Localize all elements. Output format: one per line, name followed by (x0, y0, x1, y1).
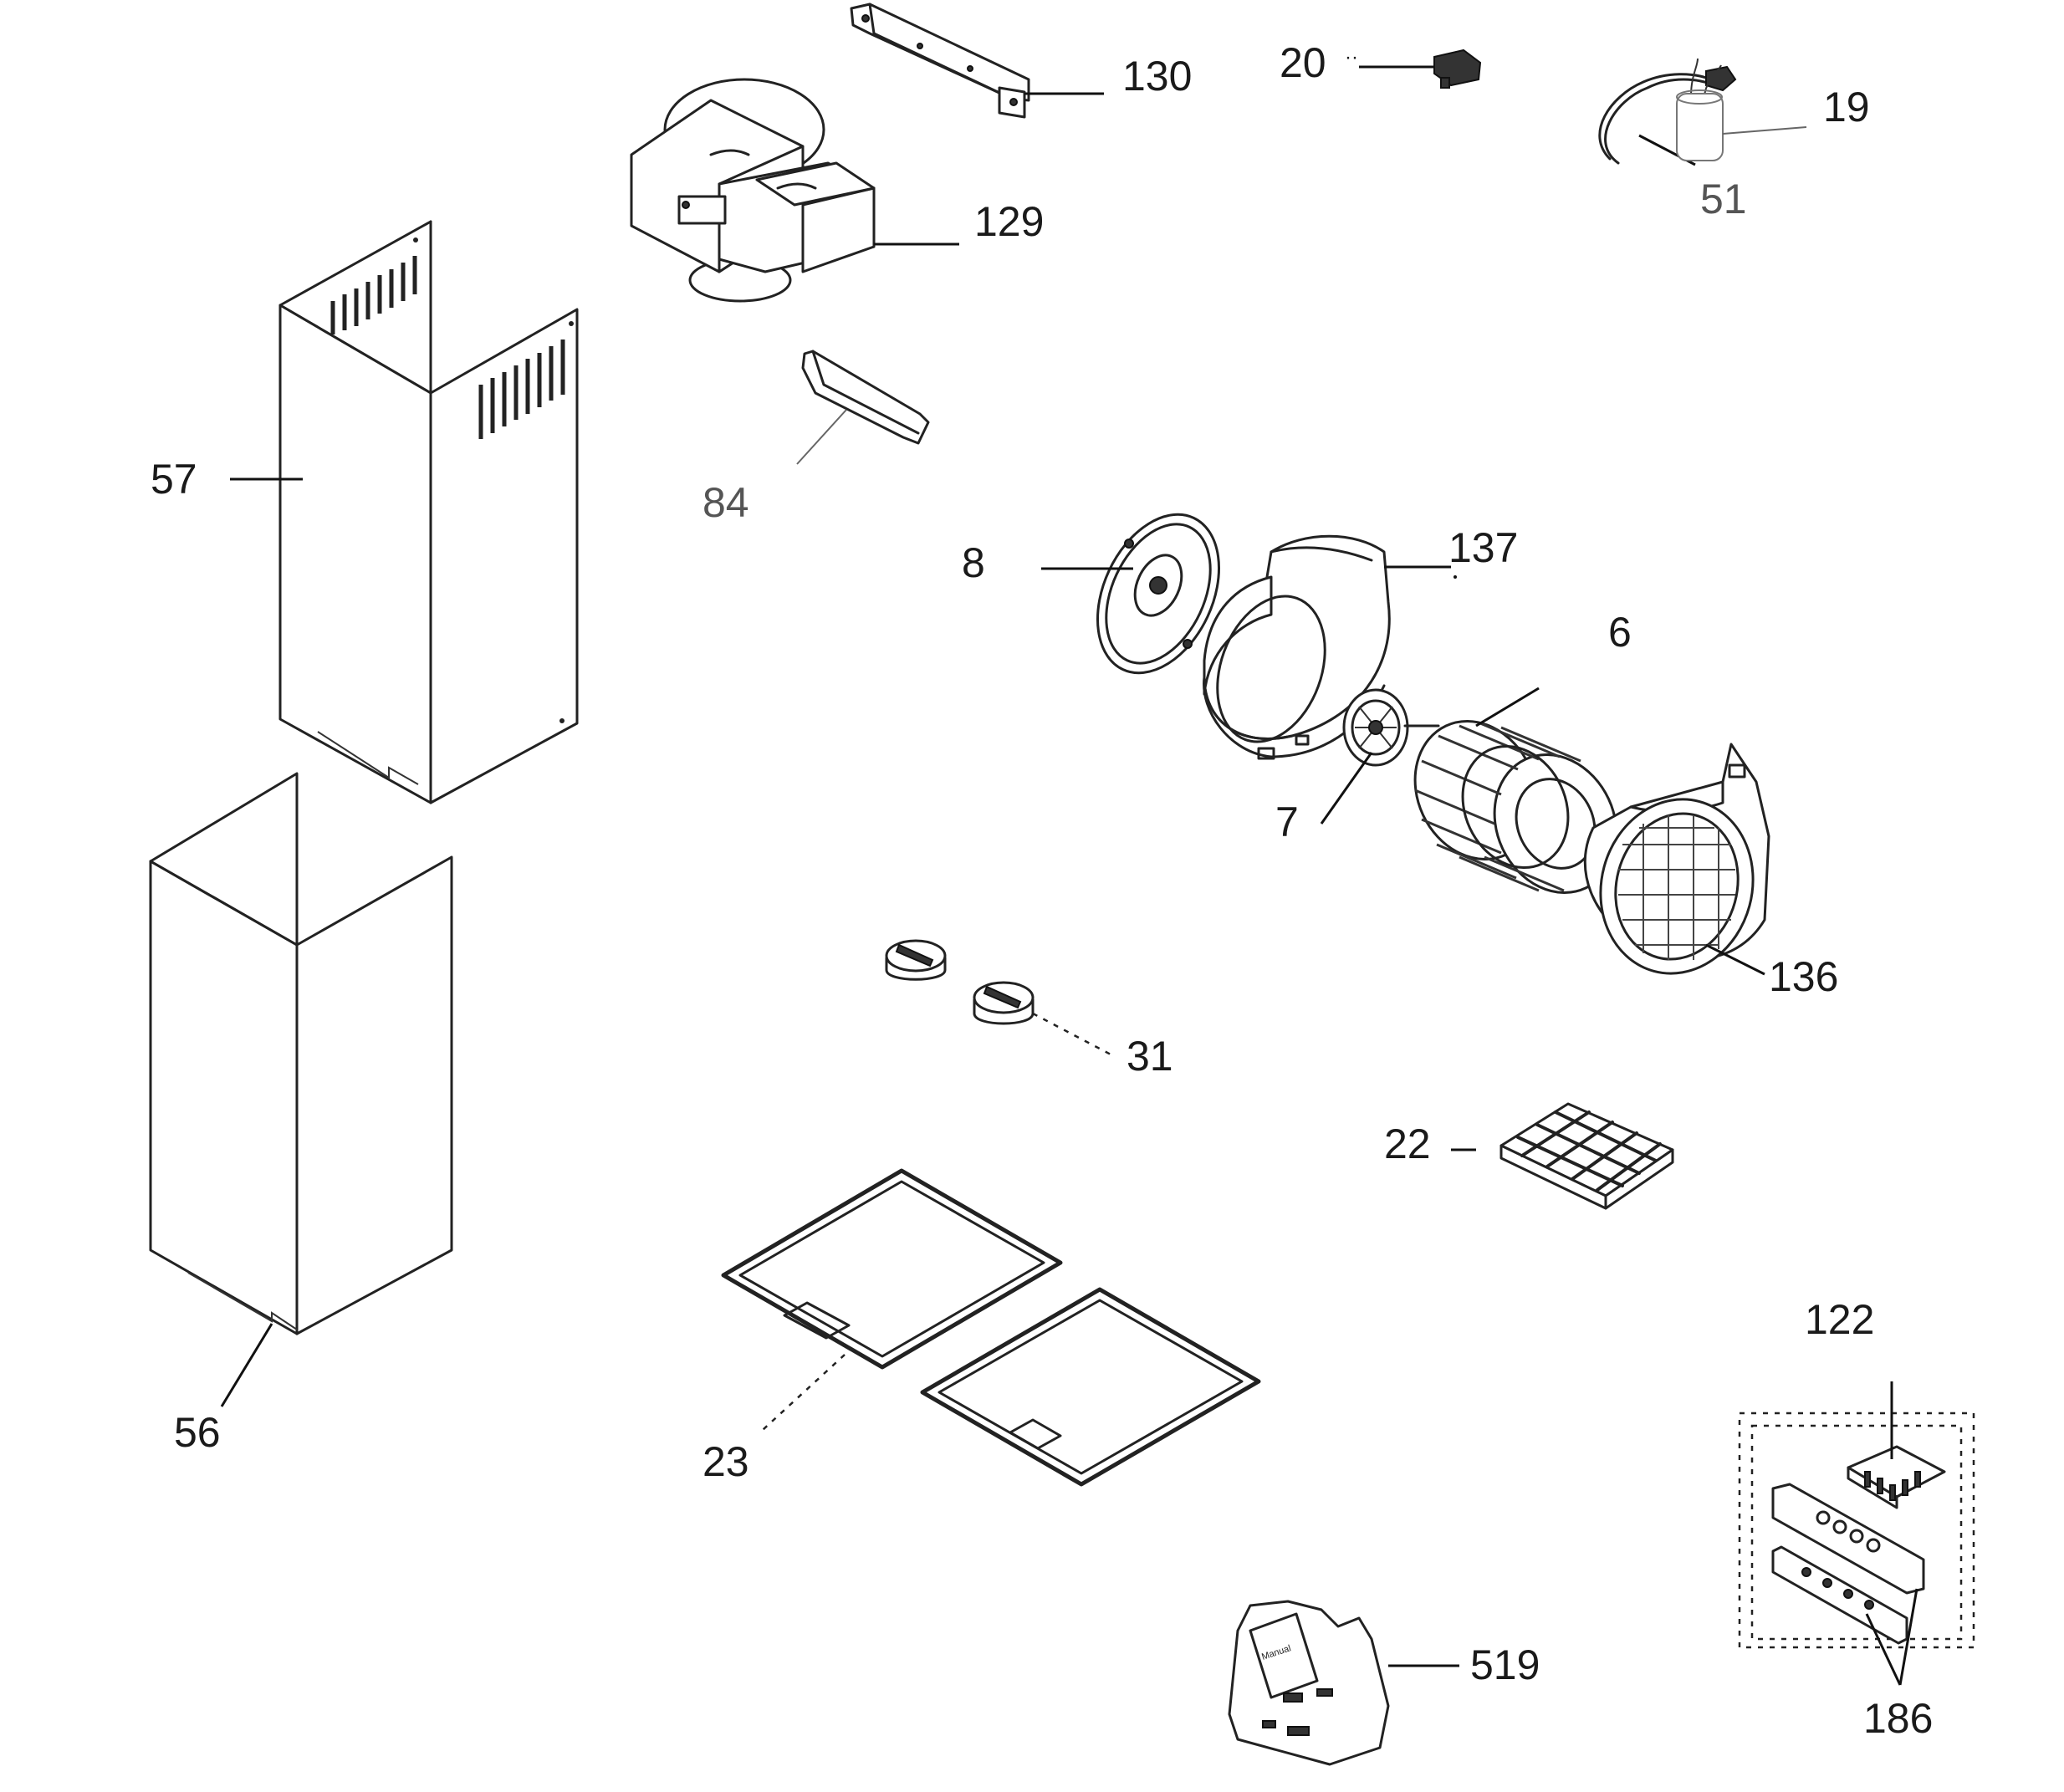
label-122: 122 (1805, 1296, 1874, 1343)
label-84: 84 (702, 479, 749, 526)
part-129-air-outlet-damper (630, 78, 876, 303)
part-56-lower-chimney-cover (149, 772, 453, 1335)
label-130: 130 (1122, 53, 1192, 100)
part-186-control-panel-front (1771, 1483, 1925, 1645)
label-8: 8 (962, 539, 985, 586)
part-122-switch-module (1847, 1445, 1946, 1509)
leader-136 (1705, 943, 1765, 976)
leader-56 (220, 1323, 273, 1407)
label-136: 136 (1769, 953, 1838, 1000)
part-6-blower-wheel (1413, 719, 1618, 895)
part-130-mounting-bracket (850, 3, 1030, 119)
part-122-control-module-box (1738, 1412, 1975, 1649)
label-186: 186 (1863, 1695, 1933, 1742)
part-136-blower-housing-inlet (1583, 743, 1770, 975)
part-137-blower-housing (1203, 534, 1391, 760)
label-137: 137 (1448, 524, 1518, 571)
leader-186-b (1898, 1588, 1918, 1686)
label-23: 23 (702, 1438, 749, 1485)
part-8-motor-plate (1096, 513, 1221, 675)
part-519-accessory-bag: Manual (1228, 1600, 1390, 1766)
part-84-cable-tray (801, 350, 930, 445)
part-7-motor (1342, 688, 1440, 767)
part-23-grease-filters (721, 1168, 1261, 1487)
leader-186-a (1865, 1613, 1902, 1686)
label-57: 57 (151, 456, 197, 503)
label-20: 20 (1280, 39, 1326, 86)
leader-7 (1320, 752, 1373, 825)
part-22-carbon-filter (1499, 1102, 1674, 1210)
label-20-mark: ·· (1345, 46, 1358, 69)
part-51-power-cable (1598, 65, 1737, 165)
leader-23 (762, 1354, 846, 1431)
label-51: 51 (1700, 176, 1747, 222)
label-56: 56 (174, 1409, 221, 1456)
label-22-mask (1372, 1158, 1438, 1175)
part-19-capacitor (1676, 58, 1724, 161)
label-519: 519 (1470, 1641, 1540, 1688)
label-129: 129 (974, 198, 1044, 245)
leader-31 (1032, 1012, 1113, 1057)
leader-137-dot (1453, 575, 1457, 579)
label-31: 31 (1127, 1033, 1173, 1080)
leader-6 (1475, 687, 1540, 728)
part-57-upper-chimney-cover (278, 220, 579, 804)
label-6: 6 (1608, 609, 1632, 656)
label-7: 7 (1275, 799, 1299, 845)
label-19: 19 (1823, 84, 1870, 130)
part-31-control-knobs (885, 939, 1035, 1025)
leader-84 (796, 409, 847, 465)
leader-19 (1722, 126, 1807, 135)
part-20-switch (1433, 49, 1482, 89)
